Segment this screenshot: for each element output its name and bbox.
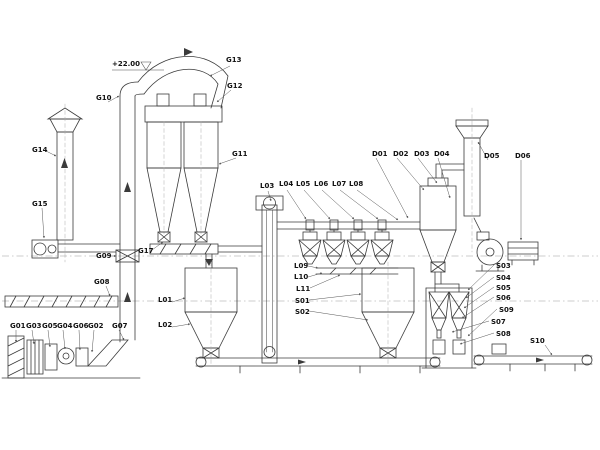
- callout-l05: L05: [296, 180, 310, 188]
- exhaust-stack-left: [31, 103, 121, 263]
- callout-g13: G13: [226, 56, 242, 64]
- callout-s10: S10: [530, 337, 545, 345]
- callout-s01: S01: [295, 297, 310, 305]
- elevation-label: +22.00: [112, 60, 140, 68]
- callout-l07: L07: [332, 180, 346, 188]
- scale-box: [491, 343, 507, 355]
- stack-blower: [31, 239, 59, 259]
- callout-l09: L09: [294, 262, 308, 270]
- callout-g06: G06: [73, 322, 89, 330]
- callout-d04: D04: [434, 150, 450, 158]
- callout-g03: G03: [26, 322, 42, 330]
- callout-g04: G04: [57, 322, 73, 330]
- riser-duct: [115, 81, 145, 343]
- callout-l04: L04: [279, 180, 293, 188]
- callout-s07: S07: [491, 318, 506, 326]
- collecting-screw: [149, 243, 219, 255]
- furnace-assembly: [1, 335, 141, 379]
- bag: [432, 339, 446, 355]
- exhaust-stack-right: [455, 107, 489, 253]
- callout-l08: L08: [349, 180, 363, 188]
- bag-filter: [419, 163, 465, 293]
- control-cabinet: [507, 241, 539, 266]
- callout-l10: L10: [294, 273, 308, 281]
- rotary-valve: [194, 231, 208, 243]
- bottom-conveyor: [195, 356, 441, 374]
- callout-l11: L11: [296, 285, 310, 293]
- sifter-unit: [346, 231, 370, 265]
- packing-station: [421, 287, 507, 369]
- callout-s04: S04: [496, 274, 511, 282]
- callout-l03: L03: [260, 182, 274, 190]
- callout-s05: S05: [496, 284, 511, 292]
- callout-labels: G13 G12 G10 G14 G15 G11 G17 G09 G08 G01 …: [10, 56, 545, 345]
- callout-g01: G01: [10, 322, 26, 330]
- hopper-2: [361, 261, 415, 365]
- sifter-unit: [370, 231, 394, 265]
- bucket-elevator: [255, 195, 284, 364]
- cyclone-group: [144, 93, 263, 269]
- callout-g17: G17: [138, 247, 154, 255]
- callout-s09: S09: [499, 306, 514, 314]
- callout-g02: G02: [88, 322, 104, 330]
- datum-lines: [2, 255, 598, 302]
- hopper-1: [184, 261, 238, 365]
- callout-d01: D01: [372, 150, 388, 158]
- callout-l06: L06: [314, 180, 328, 188]
- callout-l01: L01: [158, 296, 172, 304]
- callout-g09: G09: [96, 252, 112, 260]
- callout-g15: G15: [32, 200, 48, 208]
- callout-g05: G05: [42, 322, 58, 330]
- burner-icon: [57, 347, 75, 365]
- bag: [452, 339, 466, 355]
- callout-s03: S03: [496, 262, 511, 270]
- callout-g10: G10: [96, 94, 112, 102]
- leader-lines: [14, 65, 553, 356]
- packing-bin: [428, 291, 450, 355]
- sifter-unit: [298, 231, 322, 265]
- output-conveyor: [473, 354, 593, 372]
- distribution-conveyor: [276, 219, 421, 233]
- callout-d05: D05: [484, 152, 500, 160]
- callout-g14: G14: [32, 146, 48, 154]
- id-fan: [473, 217, 505, 272]
- elevation-marker: +22.00: [112, 60, 164, 71]
- callout-s06: S06: [496, 294, 511, 302]
- fuel-screw-conveyor: [4, 295, 119, 308]
- callout-l02: L02: [158, 321, 172, 329]
- rotary-valve: [157, 231, 171, 243]
- callout-d03: D03: [414, 150, 430, 158]
- callout-s08: S08: [496, 330, 511, 338]
- rotary-valve: [430, 261, 446, 273]
- callout-d06: D06: [515, 152, 531, 160]
- sifter-unit: [322, 231, 346, 265]
- callout-g12: G12: [227, 82, 243, 90]
- callout-s02: S02: [295, 308, 310, 316]
- callout-g07: G07: [112, 322, 128, 330]
- overhead-duct: [137, 48, 229, 109]
- callout-g11: G11: [232, 150, 248, 158]
- callout-g08: G08: [94, 278, 110, 286]
- callout-d02: D02: [393, 150, 409, 158]
